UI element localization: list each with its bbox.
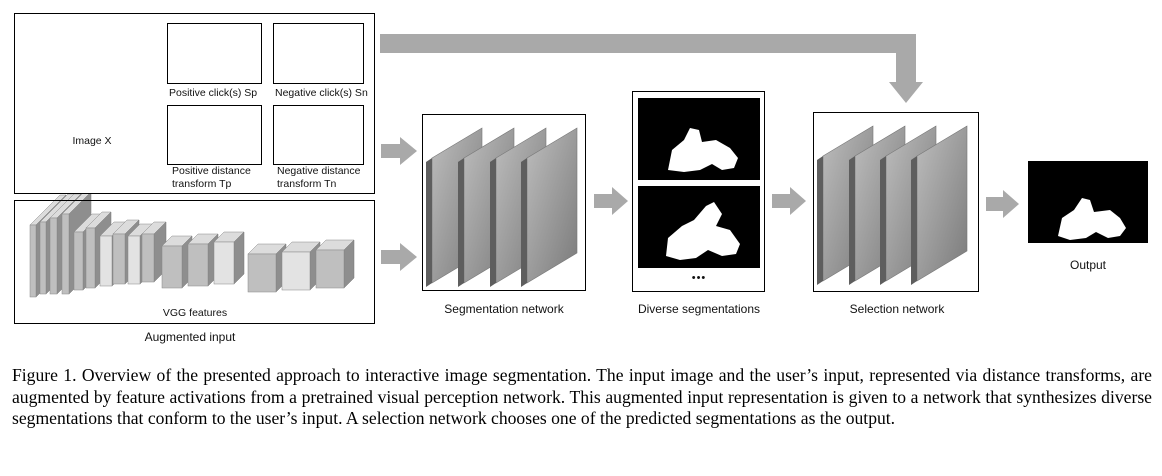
negative-dt-label-2: transform Tn xyxy=(277,178,337,190)
augmented-input-label: Augmented input xyxy=(144,330,236,344)
arrow-sel-to-output xyxy=(986,190,1019,218)
output-label: Output xyxy=(1069,258,1107,272)
sel-layer-4 xyxy=(911,125,968,285)
vgg-label: VGG features xyxy=(162,307,228,319)
negative-dt-label-1: Negative distance xyxy=(277,165,361,177)
arrow-seg-to-diverse xyxy=(594,187,628,215)
positive-dt-box xyxy=(167,105,262,165)
diverse-segmentations-box xyxy=(632,91,765,292)
seg-layer-4 xyxy=(521,127,578,287)
diverse-mask-2 xyxy=(638,186,760,268)
segmentation-network-layers xyxy=(426,127,578,287)
positive-dt-label-1: Positive distance xyxy=(172,165,251,177)
vgg-block-16 xyxy=(315,239,355,289)
positive-dt-label-2: transform Tp xyxy=(172,178,232,190)
segmentation-network-box xyxy=(422,114,586,291)
selection-network-layers xyxy=(817,125,968,285)
vgg-block-14 xyxy=(247,243,287,293)
negative-clicks-box xyxy=(273,23,364,84)
negative-clicks-label: Negative click(s) Sn xyxy=(275,87,368,99)
figure-caption: Figure 1. Overview of the presented appr… xyxy=(12,365,1152,428)
segmentation-network-label: Segmentation network xyxy=(444,302,564,316)
selection-network-label: Selection network xyxy=(849,302,945,316)
arrow-image-to-selection xyxy=(380,34,923,103)
positive-clicks-label: Positive click(s) Sp xyxy=(169,87,258,99)
flow-arrows xyxy=(380,34,1019,271)
arrow-vgg-to-seg xyxy=(381,243,417,271)
more-segmentations-ellipsis: ••• xyxy=(691,272,707,284)
image-label: Image X xyxy=(72,135,112,147)
arrow-diverse-to-sel xyxy=(772,187,806,215)
output-mask xyxy=(1028,161,1148,243)
positive-clicks-box xyxy=(167,23,262,84)
negative-dt-box xyxy=(273,105,364,165)
input-panel-box xyxy=(14,13,375,194)
diverse-mask-1 xyxy=(638,98,760,180)
arrow-image-to-seg xyxy=(381,137,417,165)
diverse-segmentations-label: Diverse segmentations xyxy=(637,302,761,316)
vgg-panel-box xyxy=(14,200,375,324)
selection-network-box xyxy=(813,112,979,292)
vgg-feature-blocks xyxy=(29,191,355,298)
vgg-block-13 xyxy=(213,231,245,285)
